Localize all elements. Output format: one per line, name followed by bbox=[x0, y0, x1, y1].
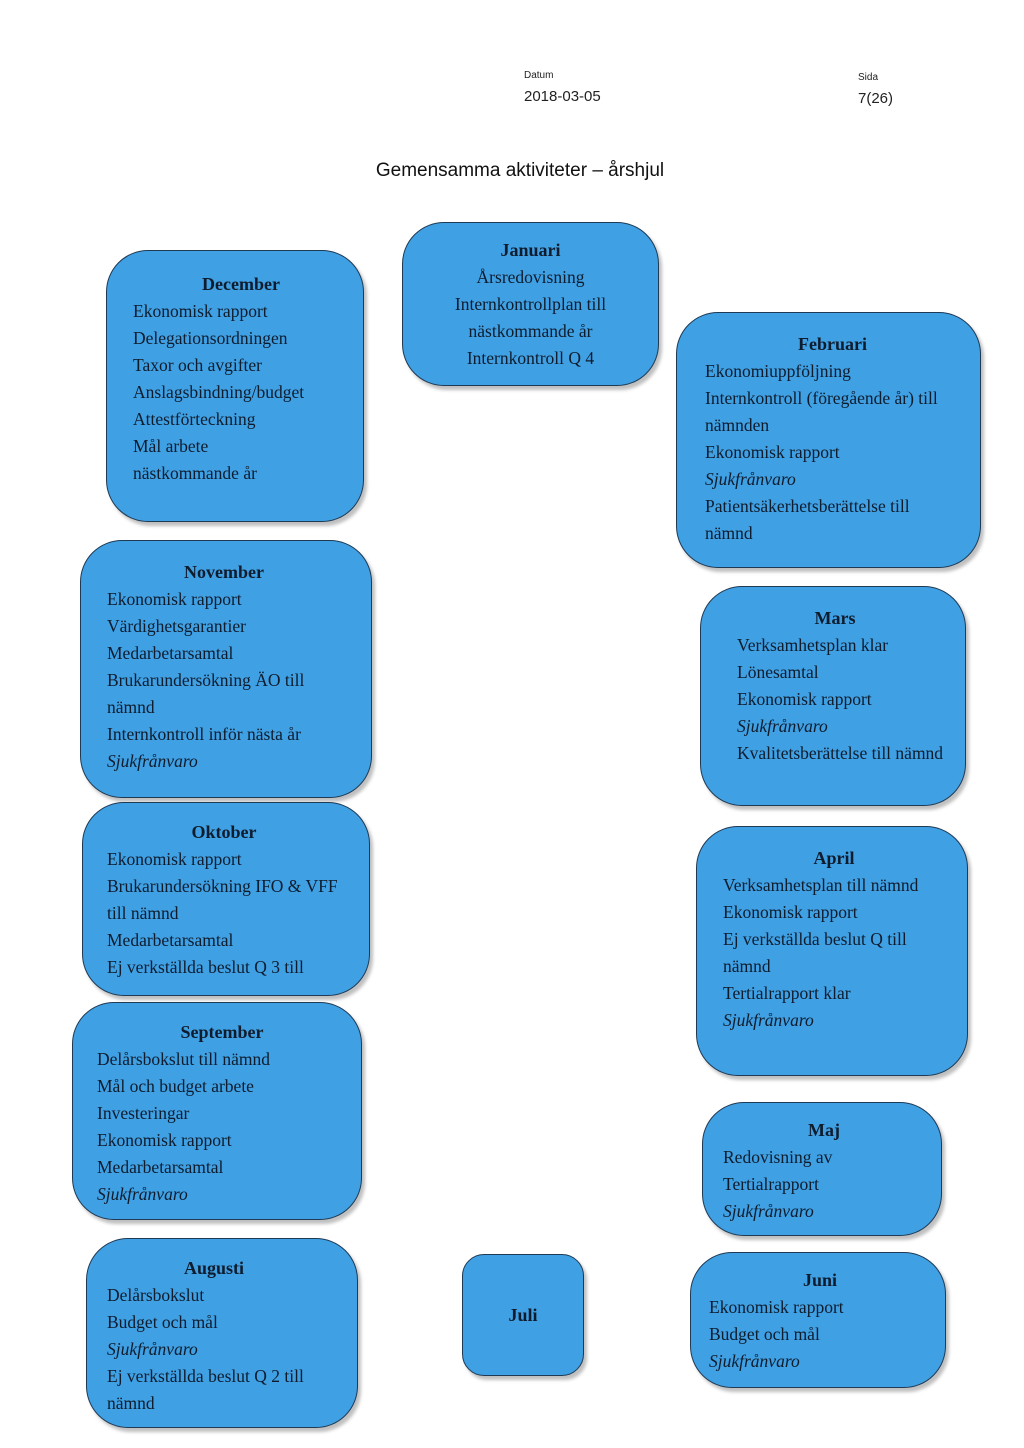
activity-item: Medarbetarsamtal bbox=[107, 930, 234, 950]
month-box-juni: Juni Ekonomisk rapport Budget och mål Sj… bbox=[690, 1252, 946, 1388]
month-box-oktober: Oktober Ekonomisk rapport Brukarundersök… bbox=[82, 802, 370, 996]
month-title-juli: Juli bbox=[508, 1304, 538, 1325]
month-title-april: April bbox=[813, 848, 855, 868]
activity-item: Mål arbete nästkommande år bbox=[133, 436, 257, 483]
datum-value: 2018-03-05 bbox=[524, 88, 601, 105]
activity-item: Ekonomiuppföljning bbox=[705, 361, 851, 381]
month-box-december: December Ekonomisk rapport Delegationsor… bbox=[106, 250, 364, 522]
activity-item: Ej verkställda beslut Q till nämnd bbox=[723, 929, 907, 976]
activity-item: Ej verkställda beslut Q 2 till nämnd bbox=[107, 1366, 304, 1413]
activity-item: Verksamhetsplan klar bbox=[737, 635, 889, 655]
month-box-januari: Januari Årsredovisning Internkontrollpla… bbox=[402, 222, 659, 386]
month-box-juli: Juli bbox=[462, 1254, 584, 1376]
activity-item: Ekonomisk rapport bbox=[723, 902, 858, 922]
activity-item: Ekonomisk rapport bbox=[97, 1130, 232, 1150]
month-title-augusti: Augusti bbox=[183, 1258, 245, 1278]
month-title-januari: Januari bbox=[500, 240, 561, 260]
activity-item: Medarbetarsamtal bbox=[107, 643, 234, 663]
month-box-februari: Februari Ekonomiuppföljning Internkontro… bbox=[676, 312, 981, 568]
activity-item: Ekonomisk rapport bbox=[107, 849, 242, 869]
activity-item: Ekonomisk rapport bbox=[709, 1297, 844, 1317]
month-title-maj: Maj bbox=[808, 1120, 840, 1140]
activity-item: Patientsäkerhetsberättelse till nämnd bbox=[705, 496, 910, 543]
activity-item: Medarbetarsamtal bbox=[97, 1157, 224, 1177]
activity-item: Budget och mål bbox=[709, 1324, 820, 1344]
activity-item: Investeringar bbox=[97, 1103, 190, 1123]
page-title: Gemensamma aktiviteter – årshjul bbox=[375, 160, 665, 181]
month-box-april: April Verksamhetsplan till nämnd Ekonomi… bbox=[696, 826, 968, 1076]
activity-item: Internkontroll Q 4 bbox=[466, 348, 595, 368]
activity-item: Budget och mål bbox=[107, 1312, 218, 1332]
month-title-juni: Juni bbox=[802, 1270, 838, 1290]
activity-item: Verksamhetsplan till nämnd bbox=[723, 875, 919, 895]
activity-item: Årsredovisning bbox=[476, 267, 585, 287]
month-title-mars: Mars bbox=[814, 608, 856, 628]
activity-item: Ej verkställda beslut Q 3 till bbox=[107, 957, 304, 977]
sida-value: 7(26) bbox=[858, 90, 894, 107]
activity-item: Internkontroll inför nästa år bbox=[107, 724, 301, 744]
activity-item: Ekonomisk rapport bbox=[705, 442, 840, 462]
activity-item: Mål och budget arbete bbox=[97, 1076, 254, 1096]
month-box-november: November Ekonomisk rapport Värdighetsgar… bbox=[80, 540, 372, 798]
activity-item: Sjukfrånvaro bbox=[107, 751, 198, 771]
activity-item: Anslagsbindning/budget bbox=[133, 382, 305, 402]
activity-item: Sjukfrånvaro bbox=[723, 1010, 814, 1030]
activity-item: Lönesamtal bbox=[737, 662, 819, 682]
month-title-februari: Februari bbox=[798, 334, 867, 354]
month-title-oktober: Oktober bbox=[191, 822, 257, 842]
activity-item: Ekonomisk rapport bbox=[133, 301, 268, 321]
month-title-december: December bbox=[202, 274, 280, 294]
sida-label: Sida bbox=[858, 72, 879, 83]
activity-item: Brukarundersökning ÄO till nämnd bbox=[107, 670, 305, 717]
activity-item: Sjukfrånvaro bbox=[705, 469, 796, 489]
activity-item: Delårsbokslut till nämnd bbox=[97, 1049, 271, 1069]
activity-item: Internkontroll (föregående år) till nämn… bbox=[705, 388, 938, 435]
activity-item: Ekonomisk rapport bbox=[737, 689, 872, 709]
activity-item: Värdighetsgarantier bbox=[107, 616, 246, 636]
activity-item: Delegationsordningen bbox=[133, 328, 288, 348]
activity-item: Sjukfrånvaro bbox=[709, 1351, 800, 1371]
activity-item: Tertialrapport klar bbox=[723, 983, 851, 1003]
activity-item: Ekonomisk rapport bbox=[107, 589, 242, 609]
month-box-augusti: Augusti Delårsbokslut Budget och mål Sju… bbox=[86, 1238, 358, 1428]
month-box-mars: Mars Verksamhetsplan klar Lönesamtal Eko… bbox=[700, 586, 966, 806]
datum-label: Datum bbox=[524, 70, 554, 81]
activity-item: Redovisning av Tertialrapport bbox=[723, 1147, 833, 1194]
activity-item: Taxor och avgifter bbox=[133, 355, 262, 375]
month-box-september: September Delårsbokslut till nämnd Mål o… bbox=[72, 1002, 362, 1220]
activity-item: Sjukfrånvaro bbox=[97, 1184, 188, 1204]
activity-item: Sjukfrånvaro bbox=[107, 1339, 198, 1359]
activity-item: Attestförteckning bbox=[133, 409, 256, 429]
activity-item: Sjukfrånvaro bbox=[737, 716, 828, 736]
month-title-november: November bbox=[184, 562, 264, 582]
activity-item: Kvalitetsberättelse till nämnd bbox=[737, 743, 944, 763]
activity-item: Sjukfrånvaro bbox=[723, 1201, 814, 1221]
month-title-september: September bbox=[180, 1022, 264, 1042]
activity-item: Delårsbokslut bbox=[107, 1285, 205, 1305]
month-box-maj: Maj Redovisning av Tertialrapport Sjukfr… bbox=[702, 1102, 942, 1236]
activity-item: Brukarundersökning IFO & VFF till nämnd bbox=[107, 876, 338, 923]
activity-item: Internkontrollplan till nästkommande år bbox=[454, 294, 607, 341]
